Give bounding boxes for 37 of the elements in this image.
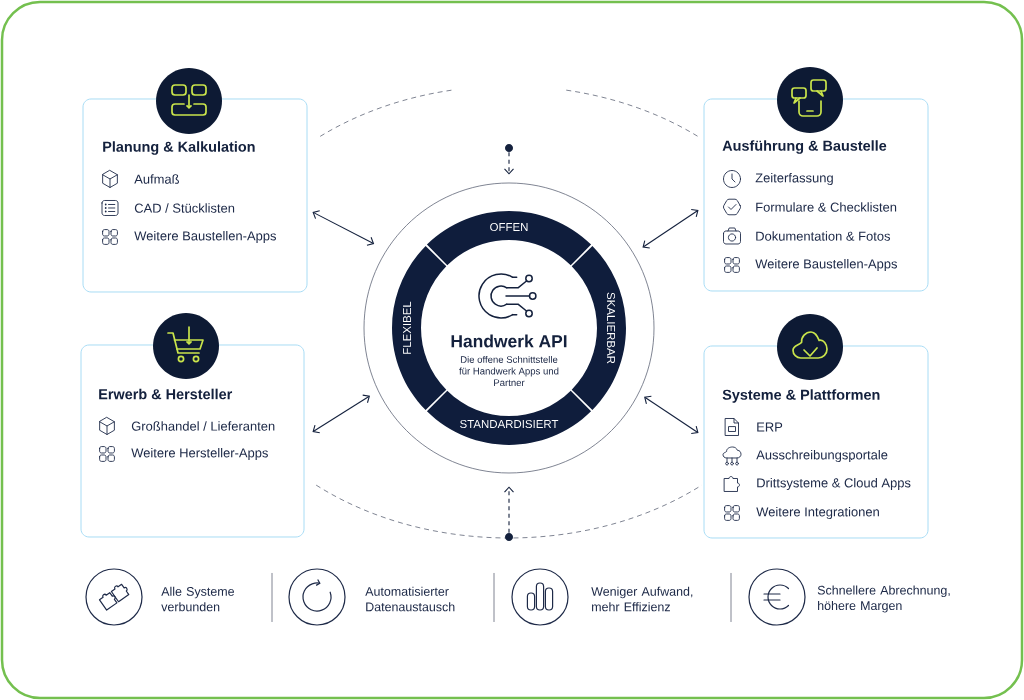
ring-segment: OFFEN xyxy=(426,211,592,266)
hub-description: Die offene Schnittstelle für Handwerk Apps und Partner xyxy=(459,355,559,387)
feature-text: Schnellere Abrechnung, höhere Margen xyxy=(817,585,950,613)
hub-title: Handwerk API xyxy=(451,334,567,348)
dashed-arrow xyxy=(503,151,515,175)
list-item: CAD / Stücklisten xyxy=(134,203,235,213)
list-item: ERP xyxy=(757,422,783,432)
list-item: Formulare & Checklisten xyxy=(756,202,897,212)
info-card xyxy=(703,345,929,539)
card-title: Erwerb & Hersteller xyxy=(99,388,233,400)
list-item: Weitere Baustellen-Apps xyxy=(755,258,897,271)
double-arrow xyxy=(312,394,371,434)
feature-text: Alle Systeme verbunden xyxy=(161,586,234,612)
list-item: Weitere Hersteller-Apps xyxy=(131,447,268,460)
list-item: Aufmaß xyxy=(134,174,179,184)
double-arrow xyxy=(644,395,699,435)
list-item: Zeiterfassung xyxy=(755,172,833,185)
info-card xyxy=(703,98,929,292)
list-item: Dokumentation & Fotos xyxy=(756,231,891,241)
double-arrow xyxy=(312,210,375,246)
card-title: Planung & Kalkulation xyxy=(103,141,255,155)
ring-segment: STANDARDISIERT xyxy=(426,390,592,445)
list-item: Drittsysteme & Cloud Apps xyxy=(757,477,911,490)
double-arrow xyxy=(642,208,699,249)
feature-text: Weniger Aufwand, mehr Effizienz xyxy=(591,586,693,612)
list-item: Weitere Integrationen xyxy=(756,506,879,519)
list-item: Großhandel / Lieferanten xyxy=(131,421,275,431)
feature-text: Automatisierter Datenaustausch xyxy=(365,586,455,612)
list-item: Weitere Baustellen-Apps xyxy=(134,230,276,243)
ring-segment: FLEXIBEL xyxy=(392,245,447,411)
ring-segment: SKALIERBAR xyxy=(571,245,626,411)
card-title: Systeme & Plattformen xyxy=(722,389,880,403)
info-card xyxy=(82,98,308,293)
card-title: Ausführung & Baustelle xyxy=(722,140,887,154)
dashed-arrow xyxy=(503,486,515,534)
list-item: Ausschreibungsportale xyxy=(756,449,888,462)
info-card xyxy=(80,344,305,538)
